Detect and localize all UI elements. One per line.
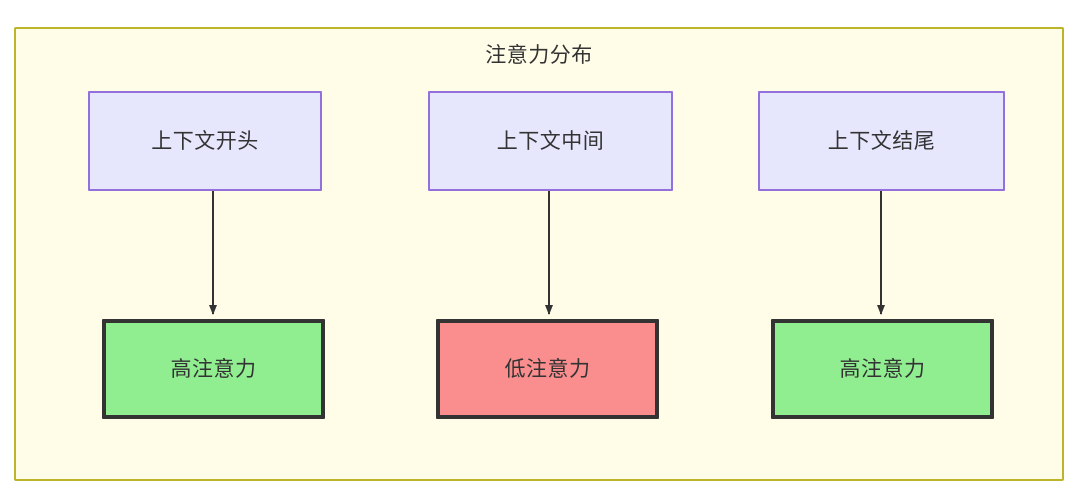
node-context-start-label: 上下文开头	[151, 129, 259, 153]
node-context-middle[interactable]: 上下文中间	[428, 91, 673, 191]
node-high-attention-start[interactable]: 高注意力	[102, 319, 325, 419]
node-context-start[interactable]: 上下文开头	[88, 91, 322, 191]
node-context-end-label: 上下文结尾	[827, 129, 936, 153]
node-context-middle-label: 上下文中间	[496, 129, 605, 153]
node-low-attention-middle-label: 低注意力	[504, 357, 591, 381]
node-high-attention-end-label: 高注意力	[839, 357, 926, 381]
node-context-end[interactable]: 上下文结尾	[758, 91, 1005, 191]
node-high-attention-end[interactable]: 高注意力	[771, 319, 994, 419]
node-high-attention-start-label: 高注意力	[170, 357, 257, 381]
subgraph-title: 注意力分布	[485, 44, 593, 67]
node-low-attention-middle[interactable]: 低注意力	[436, 319, 659, 419]
